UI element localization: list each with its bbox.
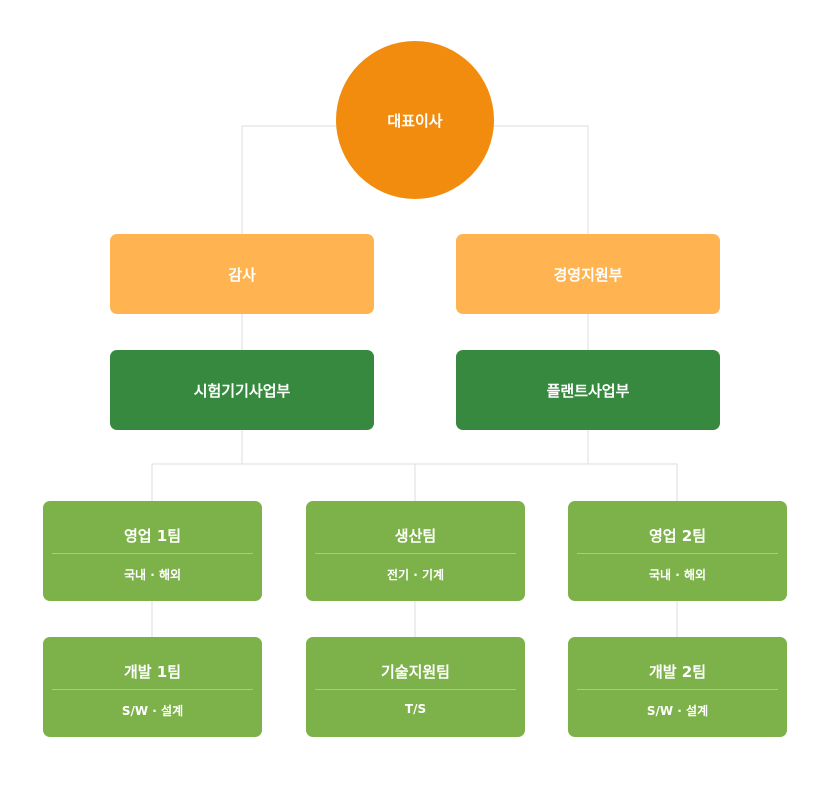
team-subtitle: 국내 · 해외 bbox=[123, 568, 182, 582]
team-divider bbox=[315, 553, 516, 554]
team-subtitle: 전기 · 기계 bbox=[386, 568, 445, 582]
team-subtitle: 국내 · 해외 bbox=[648, 568, 707, 582]
test-equipment-division-node: 시험기기사업부 bbox=[110, 350, 374, 430]
team-title: 개발 1팀 bbox=[123, 663, 182, 681]
plant-division-node: 플랜트사업부 bbox=[456, 350, 720, 430]
plant-division-label: 플랜트사업부 bbox=[546, 381, 630, 400]
audit-node: 감사 bbox=[110, 234, 374, 314]
audit-label: 감사 bbox=[228, 265, 256, 284]
management-support-node: 경영지원부 bbox=[456, 234, 720, 314]
team-production: 생산팀 전기 · 기계 bbox=[306, 501, 525, 601]
team-development-2: 개발 2팀 S/W · 설계 bbox=[568, 637, 787, 737]
team-subtitle: T/S bbox=[404, 702, 427, 716]
team-subtitle: S/W · 설계 bbox=[121, 704, 184, 718]
team-divider bbox=[52, 553, 253, 554]
test-equipment-division-label: 시험기기사업부 bbox=[193, 381, 291, 400]
team-divider bbox=[315, 689, 516, 690]
ceo-node: 대표이사 bbox=[336, 41, 494, 199]
team-title: 생산팀 bbox=[394, 527, 437, 545]
team-divider bbox=[577, 689, 778, 690]
team-sales-1: 영업 1팀 국내 · 해외 bbox=[43, 501, 262, 601]
team-title: 기술지원팀 bbox=[380, 663, 450, 681]
team-title: 개발 2팀 bbox=[648, 663, 707, 681]
team-development-1: 개발 1팀 S/W · 설계 bbox=[43, 637, 262, 737]
team-technical-support: 기술지원팀 T/S bbox=[306, 637, 525, 737]
team-divider bbox=[577, 553, 778, 554]
management-support-label: 경영지원부 bbox=[553, 265, 623, 284]
team-sales-2: 영업 2팀 국내 · 해외 bbox=[568, 501, 787, 601]
team-subtitle: S/W · 설계 bbox=[646, 704, 709, 718]
team-title: 영업 1팀 bbox=[123, 527, 182, 545]
ceo-label: 대표이사 bbox=[387, 111, 443, 130]
team-divider bbox=[52, 689, 253, 690]
team-title: 영업 2팀 bbox=[648, 527, 707, 545]
